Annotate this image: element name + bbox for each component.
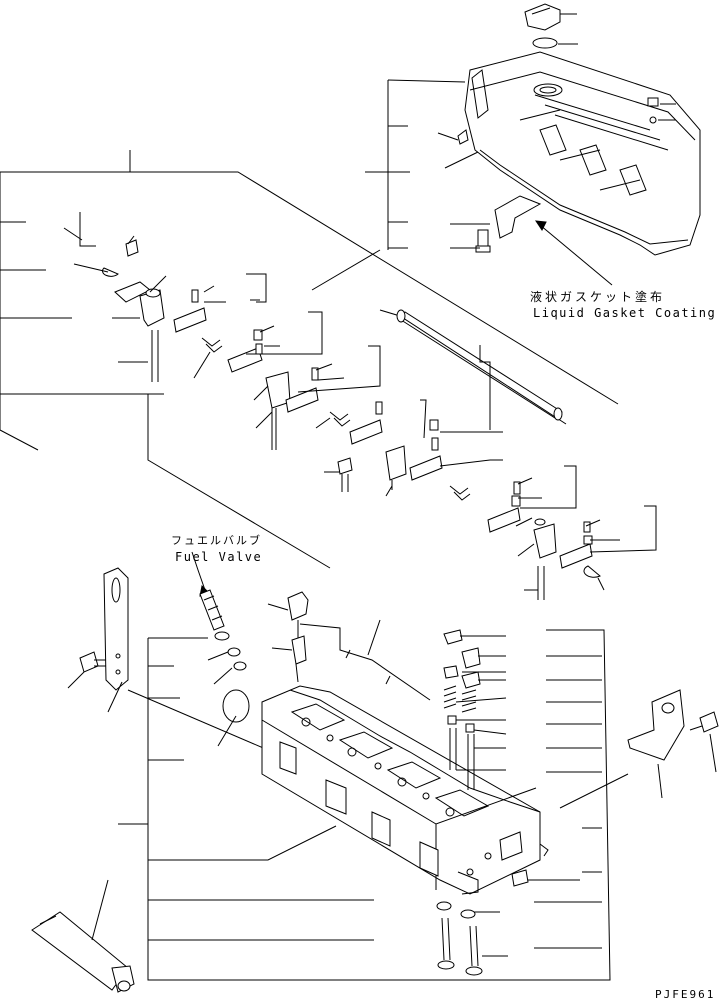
- fuel-valve-note-en: Fuel Valve: [175, 550, 263, 564]
- head-callout-lines-right: [455, 635, 602, 957]
- cover-callout-lines: [365, 13, 676, 250]
- rocker-callout-lines: [63, 212, 657, 591]
- fuel-valve-note-jp: フュエルバルブ: [171, 534, 262, 547]
- fuel-valve-parts: [191, 551, 431, 723]
- cylinder-head: [261, 685, 541, 895]
- oil-filler-cap: [524, 3, 561, 49]
- lifting-bracket-left: [67, 567, 269, 751]
- rocker-arm-group: [102, 239, 601, 600]
- gasket-note-jp: 液状ガスケット塗布: [530, 290, 666, 304]
- cylinder-head-cover: [464, 51, 701, 256]
- head-callout-lines-left: [118, 629, 611, 981]
- liquid-gasket-tube: [31, 879, 135, 993]
- drawing-code: PJFE961: [655, 988, 716, 1001]
- gasket-note-en: Liquid Gasket Coating: [533, 306, 717, 320]
- valve-train: [436, 629, 549, 976]
- rocker-shaft: [379, 309, 567, 461]
- lifting-bracket-right: [559, 689, 719, 809]
- cover-bolts: [457, 97, 659, 253]
- rocker-callout-frame: [0, 150, 619, 451]
- gasket-bracket: [494, 195, 613, 286]
